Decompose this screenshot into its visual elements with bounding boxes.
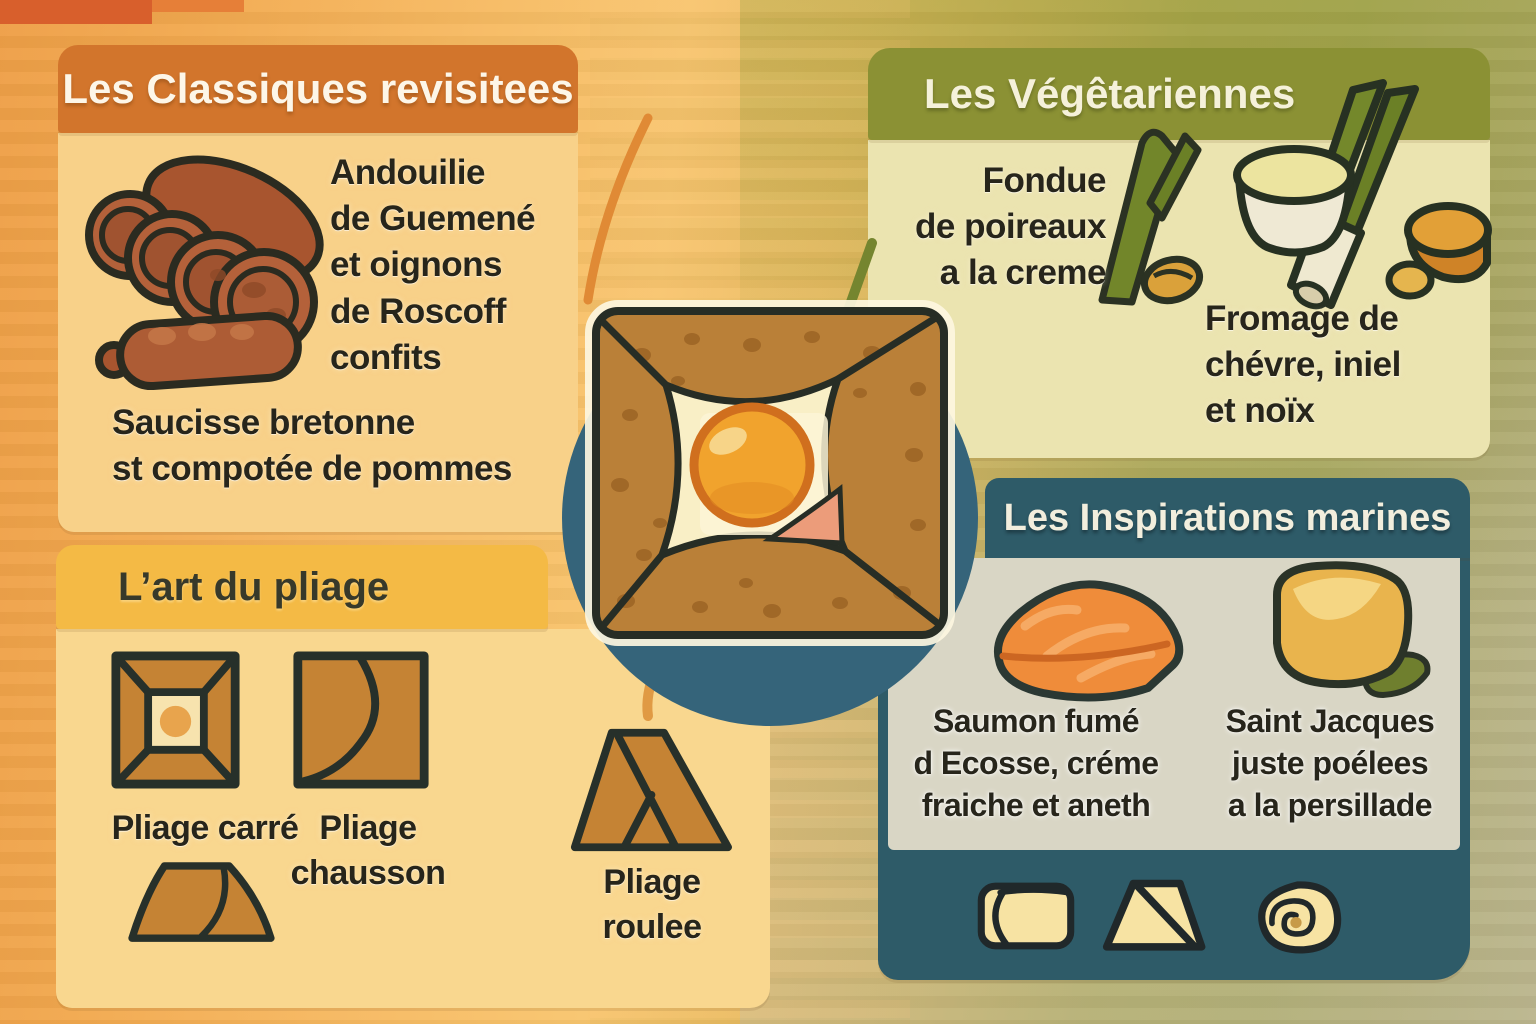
panel-marines-title: Les Inspirations marines xyxy=(1003,496,1452,539)
galette-illustration xyxy=(562,300,978,726)
text-fromage-chevre: Fromage de chévre, iniel et noïx xyxy=(1205,299,1401,431)
fold-chausson-diagram xyxy=(293,651,429,789)
fold-spiral-icon xyxy=(1258,881,1342,954)
panel-pliage-title: L’art du pliage xyxy=(118,564,390,609)
label-pliage-carre: Pliage carré xyxy=(111,809,299,847)
background-red-block xyxy=(0,0,152,24)
text-saint-jacques: Saint Jacques juste poélees a la persill… xyxy=(1225,703,1435,824)
fold-triangle-icon xyxy=(1102,879,1206,951)
panel-vegetariennes-title: Les Végêtariennes xyxy=(924,70,1296,117)
scallop-icon xyxy=(1273,561,1431,698)
ham-wedge xyxy=(762,484,845,546)
background-orange-block xyxy=(152,0,244,12)
fold-trapezoid-diagram xyxy=(128,862,275,942)
fold-rolled-triangle-diagram xyxy=(570,728,732,852)
text-andouille: Andouilie de Guemené et oignons de Rosco… xyxy=(330,153,536,377)
walnut-icon xyxy=(1385,260,1435,300)
sausage-icon xyxy=(95,311,302,391)
text-fondue-poireaux: Fondue de poireaux a la creme xyxy=(915,161,1106,293)
fold-roll-icon xyxy=(977,882,1075,950)
fold-square-diagram xyxy=(111,651,240,789)
cream-bowl-leek-cheese-icon xyxy=(1233,79,1492,310)
andouille-slices-icon xyxy=(85,155,324,356)
panel-classiques-header: Les Classiques revisitees xyxy=(58,45,578,133)
text-saumon-fume: Saumon fumé d Ecosse, créme fraiche et a… xyxy=(913,703,1159,824)
label-pliage-chausson: Pliage chausson xyxy=(290,809,446,892)
panel-classiques-title: Les Classiques revisitees xyxy=(62,65,574,112)
label-pliage-roulee: Pliage roulee xyxy=(602,863,702,946)
panel-marines-header: Les Inspirations marines xyxy=(985,478,1470,558)
panel-pliage-header: L’art du pliage xyxy=(56,545,548,629)
leek-sprig-icon xyxy=(1098,128,1204,306)
text-saucisse: Saucisse bretonne st compotée de pommes xyxy=(112,403,512,489)
salmon-fillet-icon xyxy=(994,580,1184,702)
